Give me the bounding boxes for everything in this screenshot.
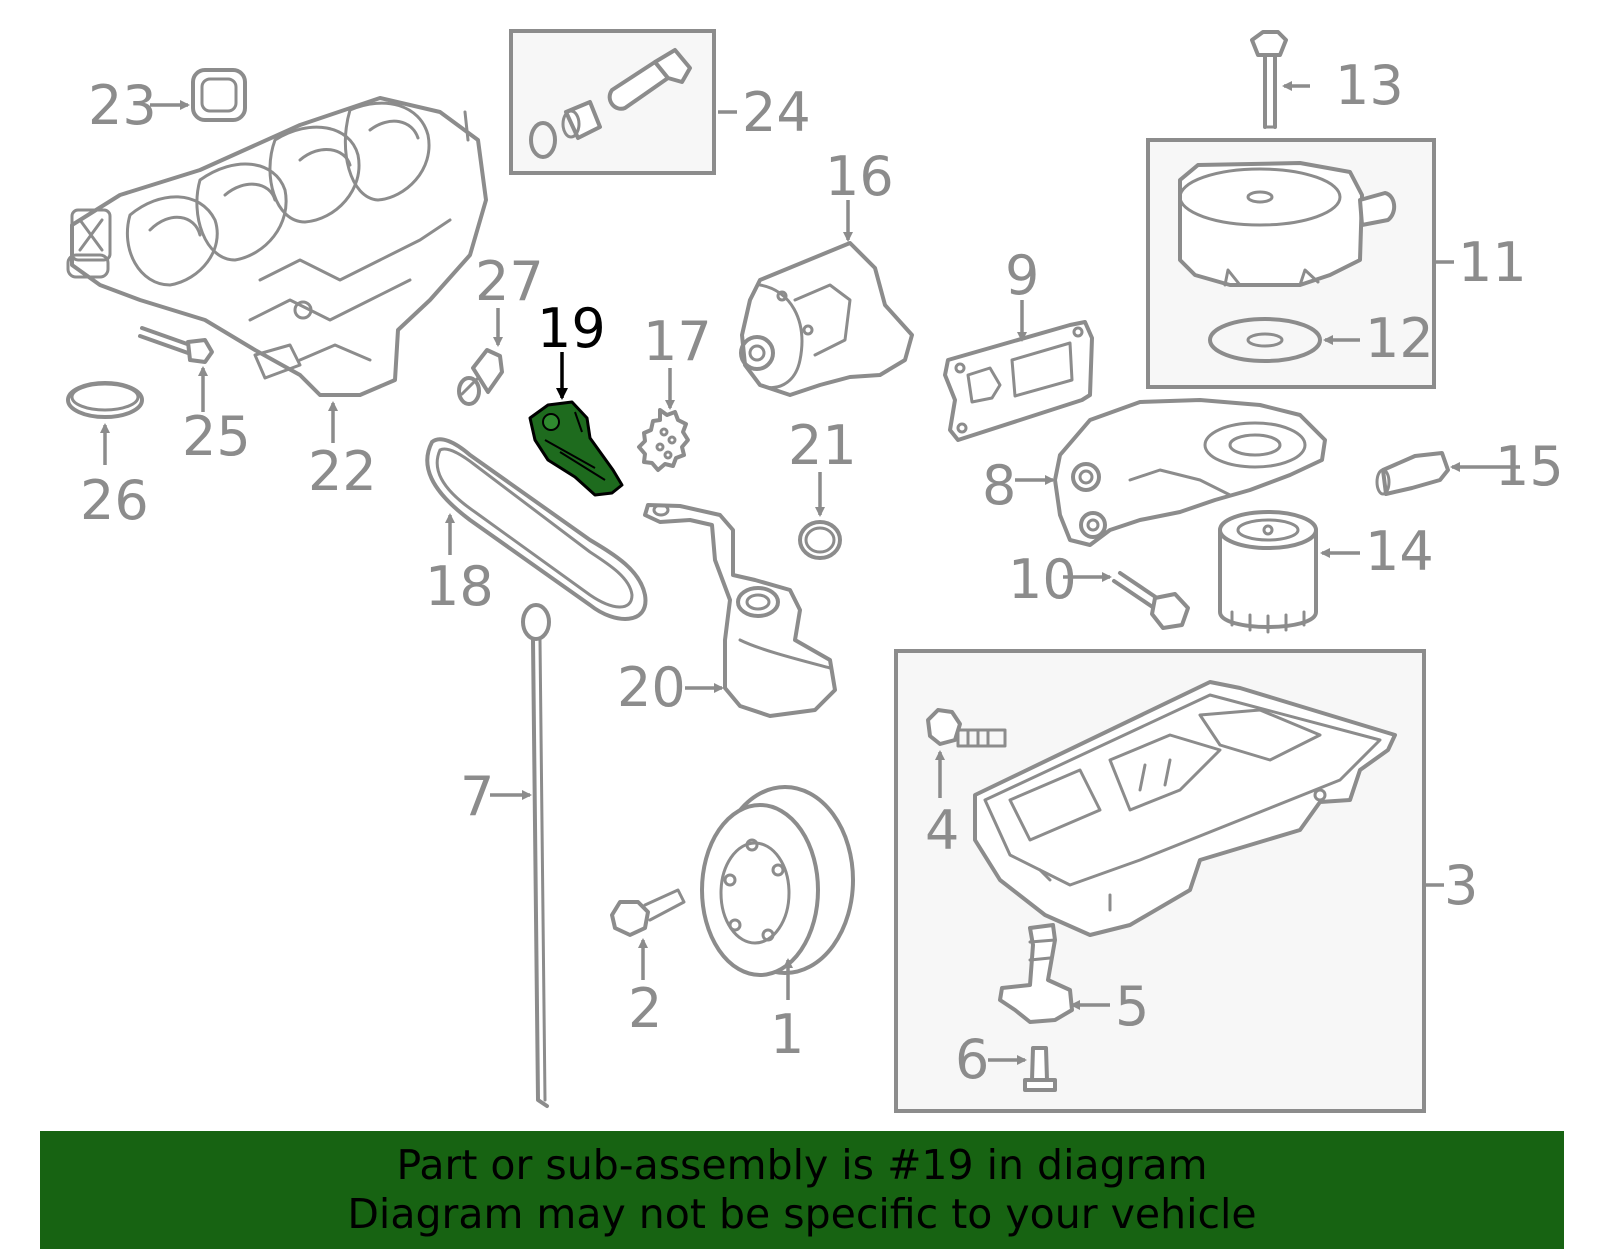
part-8-filter-adapter bbox=[1053, 398, 1327, 547]
callout-16: 16 bbox=[825, 145, 894, 208]
callout-14: 14 bbox=[1365, 520, 1434, 583]
callout-5: 5 bbox=[1115, 975, 1149, 1038]
callout-12: 12 bbox=[1365, 307, 1434, 370]
callout-11: 11 bbox=[1458, 231, 1527, 294]
callout-13: 13 bbox=[1335, 54, 1404, 117]
callout-9: 9 bbox=[1005, 244, 1039, 307]
part-10-bolt bbox=[1112, 571, 1190, 630]
callout-15: 15 bbox=[1495, 435, 1564, 498]
callout-labels: 23 24 13 16 11 9 27 19 17 12 25 21 15 22… bbox=[80, 54, 1564, 1091]
callout-27: 27 bbox=[475, 250, 544, 313]
callout-20: 20 bbox=[617, 656, 686, 719]
callout-4: 4 bbox=[925, 799, 959, 862]
part-13-bolt bbox=[1250, 30, 1288, 129]
part-11-oil-cooler bbox=[1178, 161, 1397, 287]
part-2-bolt bbox=[610, 888, 686, 937]
leader-lines bbox=[100, 81, 1520, 1065]
part-16-oil-pump bbox=[739, 241, 914, 397]
info-banner: Part or sub-assembly is #19 in diagram D… bbox=[40, 1131, 1564, 1249]
part-6-plug bbox=[1023, 1046, 1057, 1092]
callout-2: 2 bbox=[628, 977, 662, 1040]
callout-10: 10 bbox=[1008, 548, 1077, 611]
part-9-gasket bbox=[943, 320, 1094, 442]
part-15-sensor bbox=[1375, 451, 1450, 496]
part-14-oil-filter bbox=[1218, 510, 1318, 634]
callout-25: 25 bbox=[182, 405, 251, 468]
callout-24: 24 bbox=[742, 81, 811, 144]
callout-8: 8 bbox=[982, 454, 1016, 517]
callout-23: 23 bbox=[88, 74, 157, 137]
part-21-o-ring bbox=[798, 520, 842, 560]
callout-22: 22 bbox=[308, 440, 377, 503]
part-1-pulley bbox=[700, 785, 855, 977]
callout-21: 21 bbox=[788, 414, 857, 477]
callout-6: 6 bbox=[955, 1028, 989, 1091]
part-25-bolt bbox=[138, 326, 214, 364]
callout-3: 3 bbox=[1444, 854, 1478, 917]
part-22-intake-manifold bbox=[66, 96, 488, 397]
part-27-sensor bbox=[457, 348, 504, 406]
banner-line-disclaimer: Diagram may not be specific to your vehi… bbox=[347, 1190, 1257, 1238]
callout-17: 17 bbox=[643, 310, 712, 373]
callout-7: 7 bbox=[460, 765, 494, 828]
part-18-belt bbox=[425, 437, 648, 621]
banner-line-part: Part or sub-assembly is #19 in diagram bbox=[396, 1141, 1208, 1189]
part-24-sensor-kit bbox=[529, 48, 692, 159]
callout-18: 18 bbox=[425, 555, 494, 618]
part-12-seal bbox=[1208, 317, 1322, 363]
part-3-oil-pan bbox=[973, 680, 1397, 937]
part-17-sprocket bbox=[637, 408, 690, 472]
part-19-tensioner bbox=[528, 400, 624, 497]
part-20-pickup-tube bbox=[643, 503, 837, 718]
part-5-level-sensor bbox=[998, 923, 1074, 1024]
callout-19: 19 bbox=[537, 297, 606, 360]
callout-26: 26 bbox=[80, 469, 149, 532]
part-4-bolt bbox=[926, 708, 1007, 748]
callout-1: 1 bbox=[770, 1003, 804, 1066]
part-23-gasket bbox=[191, 68, 247, 122]
part-7-dipstick bbox=[521, 603, 551, 1108]
